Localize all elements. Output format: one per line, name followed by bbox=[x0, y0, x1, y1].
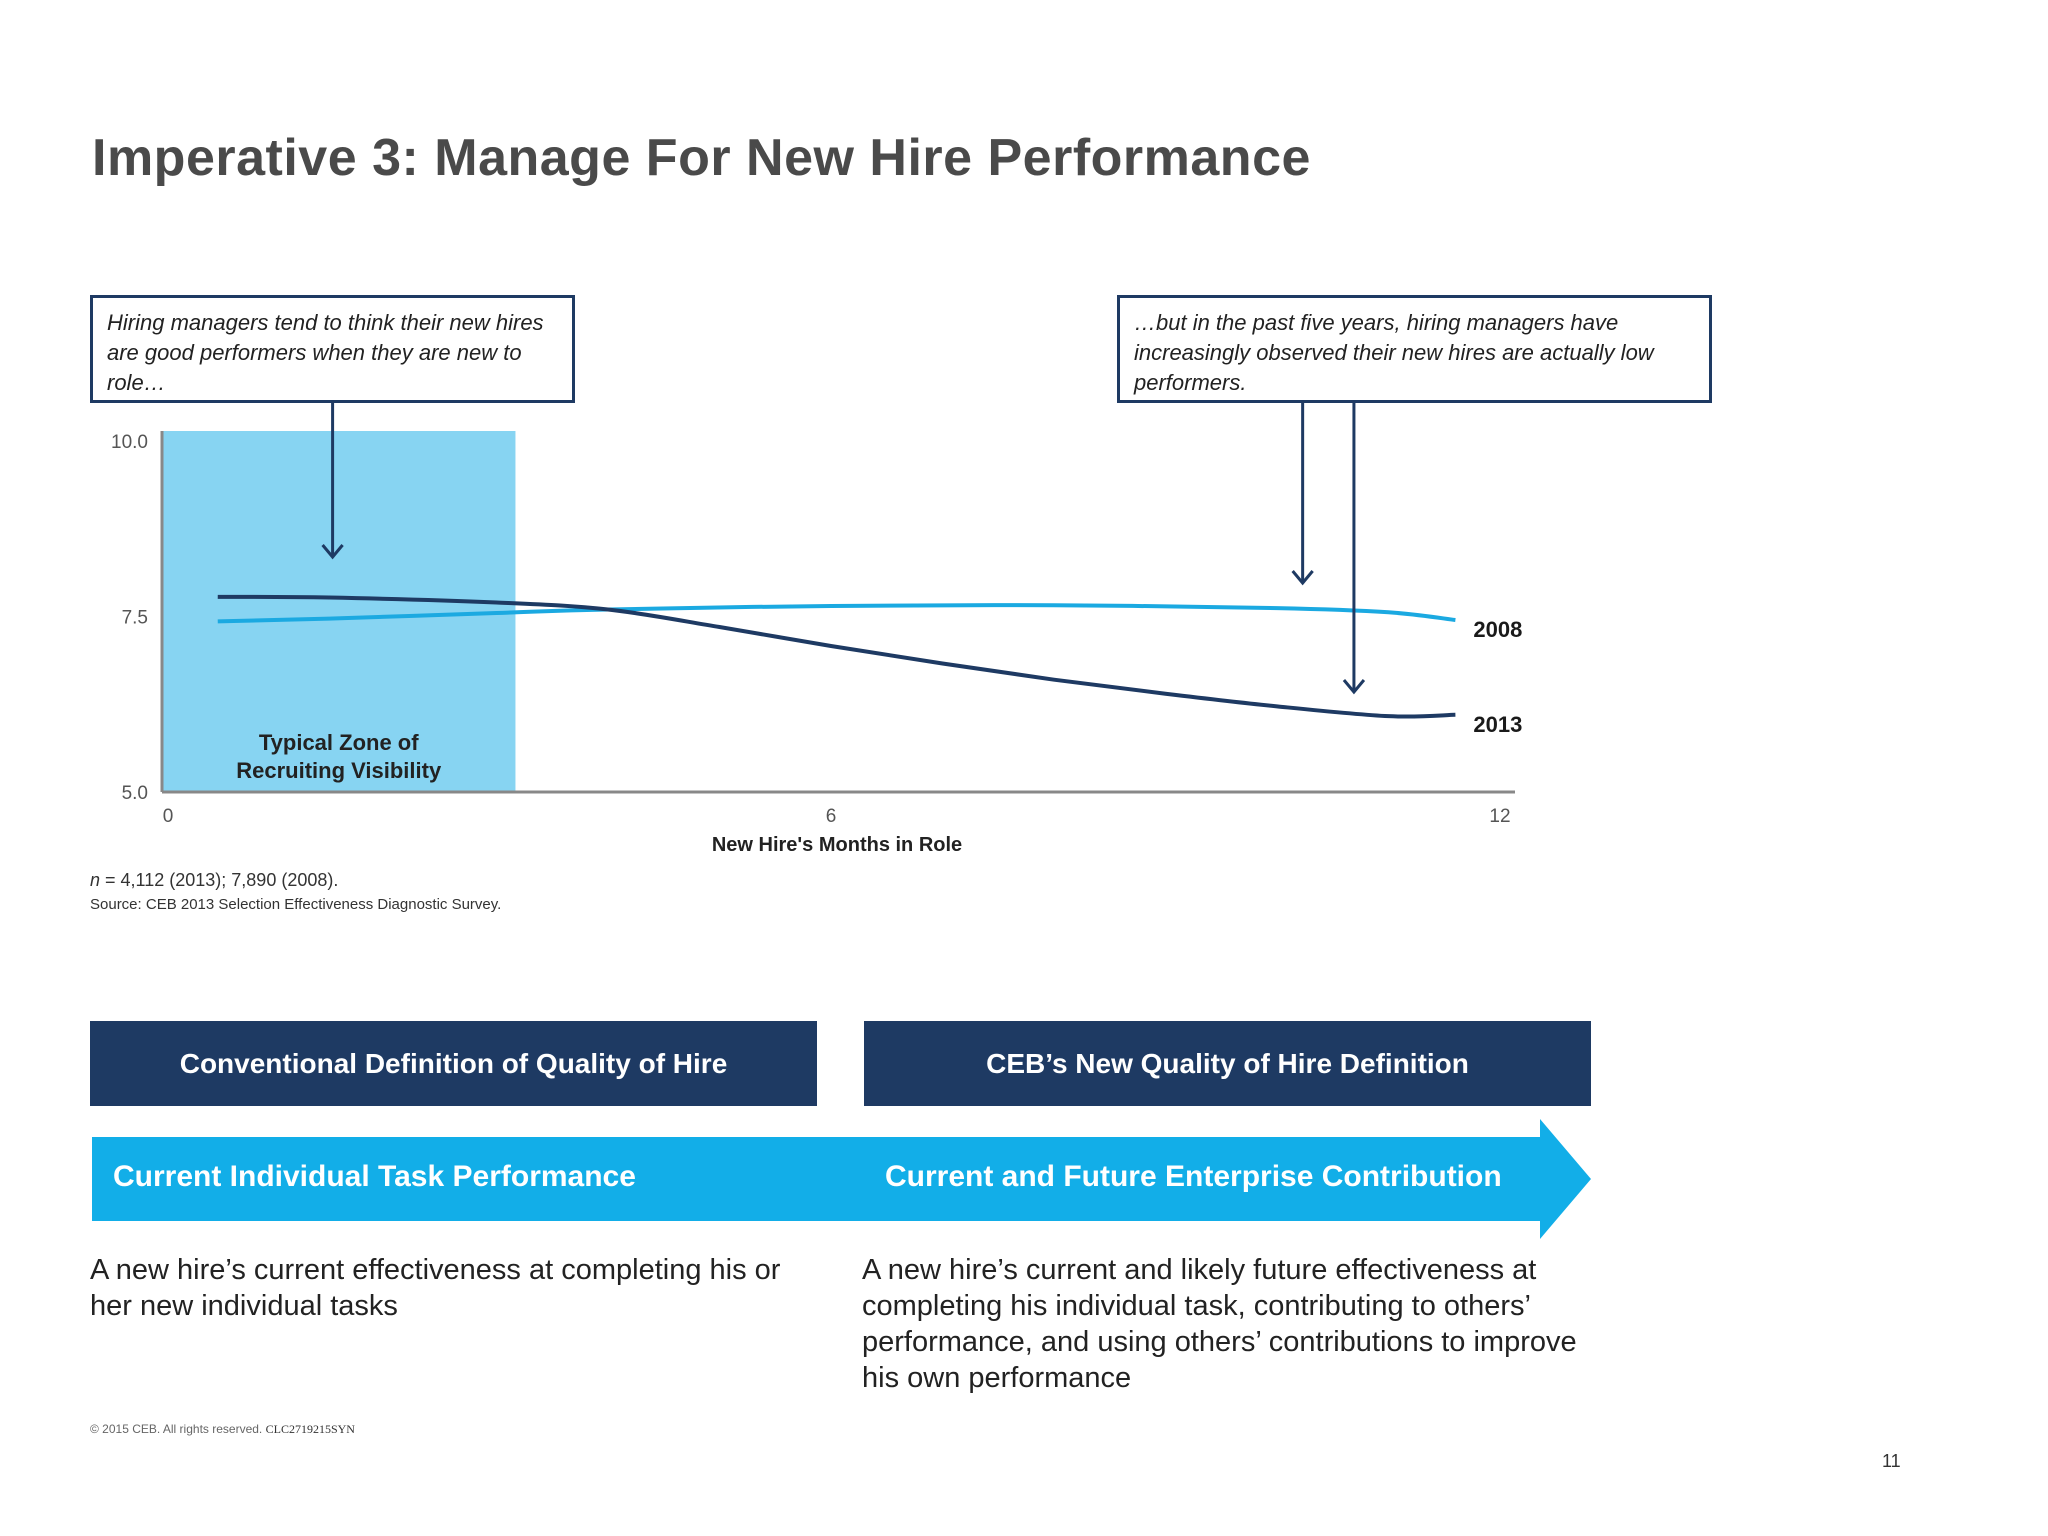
callout-arrow-head bbox=[321, 544, 344, 560]
callout-arrow-head bbox=[1291, 570, 1314, 586]
document-code: CLC2719215SYN bbox=[265, 1422, 355, 1436]
x-axis-label: New Hire's Months in Role bbox=[712, 834, 962, 856]
y-tick-label: 5.0 bbox=[122, 783, 148, 804]
band-label-left: Current Individual Task Performance bbox=[113, 1160, 636, 1193]
y-tick-label: 10.0 bbox=[111, 432, 148, 453]
callout-arrow-head bbox=[1342, 679, 1366, 695]
page-title: Imperative 3: Manage For New Hire Perfor… bbox=[92, 129, 1311, 187]
y-tick-label: 7.5 bbox=[122, 608, 148, 629]
sample-size-note: n = 4,112 (2013); 7,890 (2008). bbox=[90, 870, 339, 890]
line-chart: Typical Zone of Recruiting Visibility 5.0 7… bbox=[111, 403, 1522, 856]
series-line-2008 bbox=[217, 603, 1456, 624]
conventional-definition-header: Conventional Definition of Quality of Hi… bbox=[90, 1021, 817, 1106]
x-tick-label: 6 bbox=[826, 806, 837, 827]
description-right: A new hire’s current and likely future e… bbox=[862, 1254, 1577, 1394]
new-definition-header: CEB’s New Quality of Hire Definition bbox=[864, 1021, 1591, 1106]
arrow-band-shape bbox=[92, 1119, 1591, 1239]
footer: © 2015 CEB. All rights reserved. CLC2719… bbox=[90, 1422, 355, 1437]
description-left: A new hire’s current effectiveness at co… bbox=[90, 1254, 781, 1322]
series-label-2008: 2008 bbox=[1473, 617, 1522, 642]
recruiting-visibility-zone bbox=[162, 431, 516, 792]
series-line-2013 bbox=[217, 594, 1456, 719]
copyright-text: © 2015 CEB. All rights reserved. bbox=[90, 1422, 263, 1436]
callout-right: …but in the past five years, hiring mana… bbox=[1117, 295, 1712, 403]
zone-label-line: Recruiting Visibility bbox=[236, 758, 442, 783]
zone-label-line: Typical Zone of bbox=[259, 730, 419, 755]
x-tick-label: 0 bbox=[163, 806, 174, 827]
page-number: 11 bbox=[1882, 1451, 1901, 1471]
band-label-right: Current and Future Enterprise Contributi… bbox=[885, 1160, 1502, 1193]
source-note: Source: CEB 2013 Selection Effectiveness… bbox=[90, 896, 502, 913]
series-label-2013: 2013 bbox=[1473, 712, 1522, 737]
callout-left: Hiring managers tend to think their new … bbox=[90, 295, 575, 403]
sample-size-text: = 4,112 (2013); 7,890 (2008). bbox=[105, 870, 339, 890]
arrow-band bbox=[92, 1119, 1591, 1239]
x-tick-label: 12 bbox=[1489, 806, 1510, 827]
